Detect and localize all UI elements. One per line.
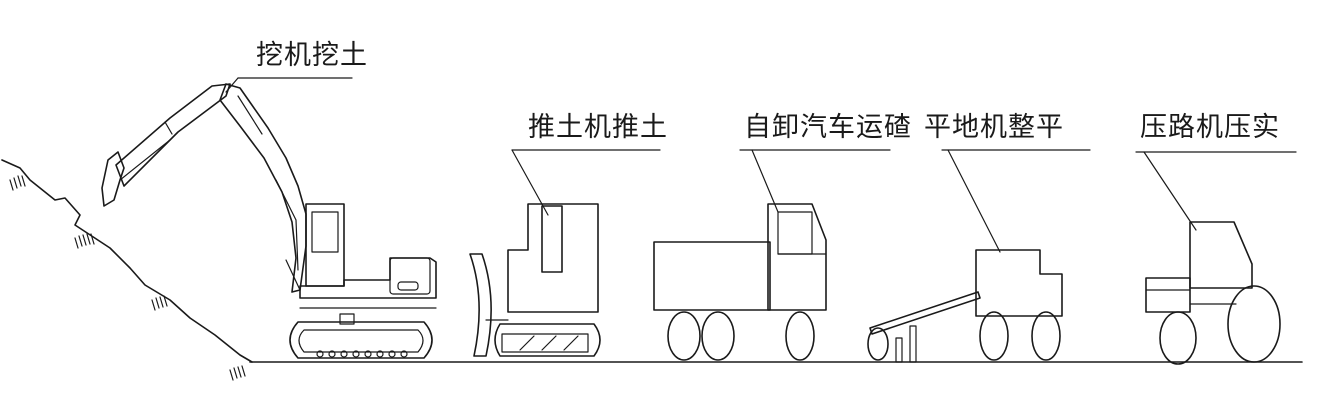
bulldozer-label: 推土机推土 [528,112,668,143]
bulldozer [469,203,601,357]
roller-label: 压路机压实 [1140,112,1280,143]
soil-slope [1,159,253,381]
excavator-label: 挖机挖土 [256,40,368,71]
grader-label: 平地机整平 [924,112,1064,143]
excavator [101,83,437,359]
dump-truck [653,203,827,361]
road-roller [1145,221,1281,365]
grader [867,249,1063,363]
dump-truck-label: 自卸汽车运碴 [744,112,912,143]
